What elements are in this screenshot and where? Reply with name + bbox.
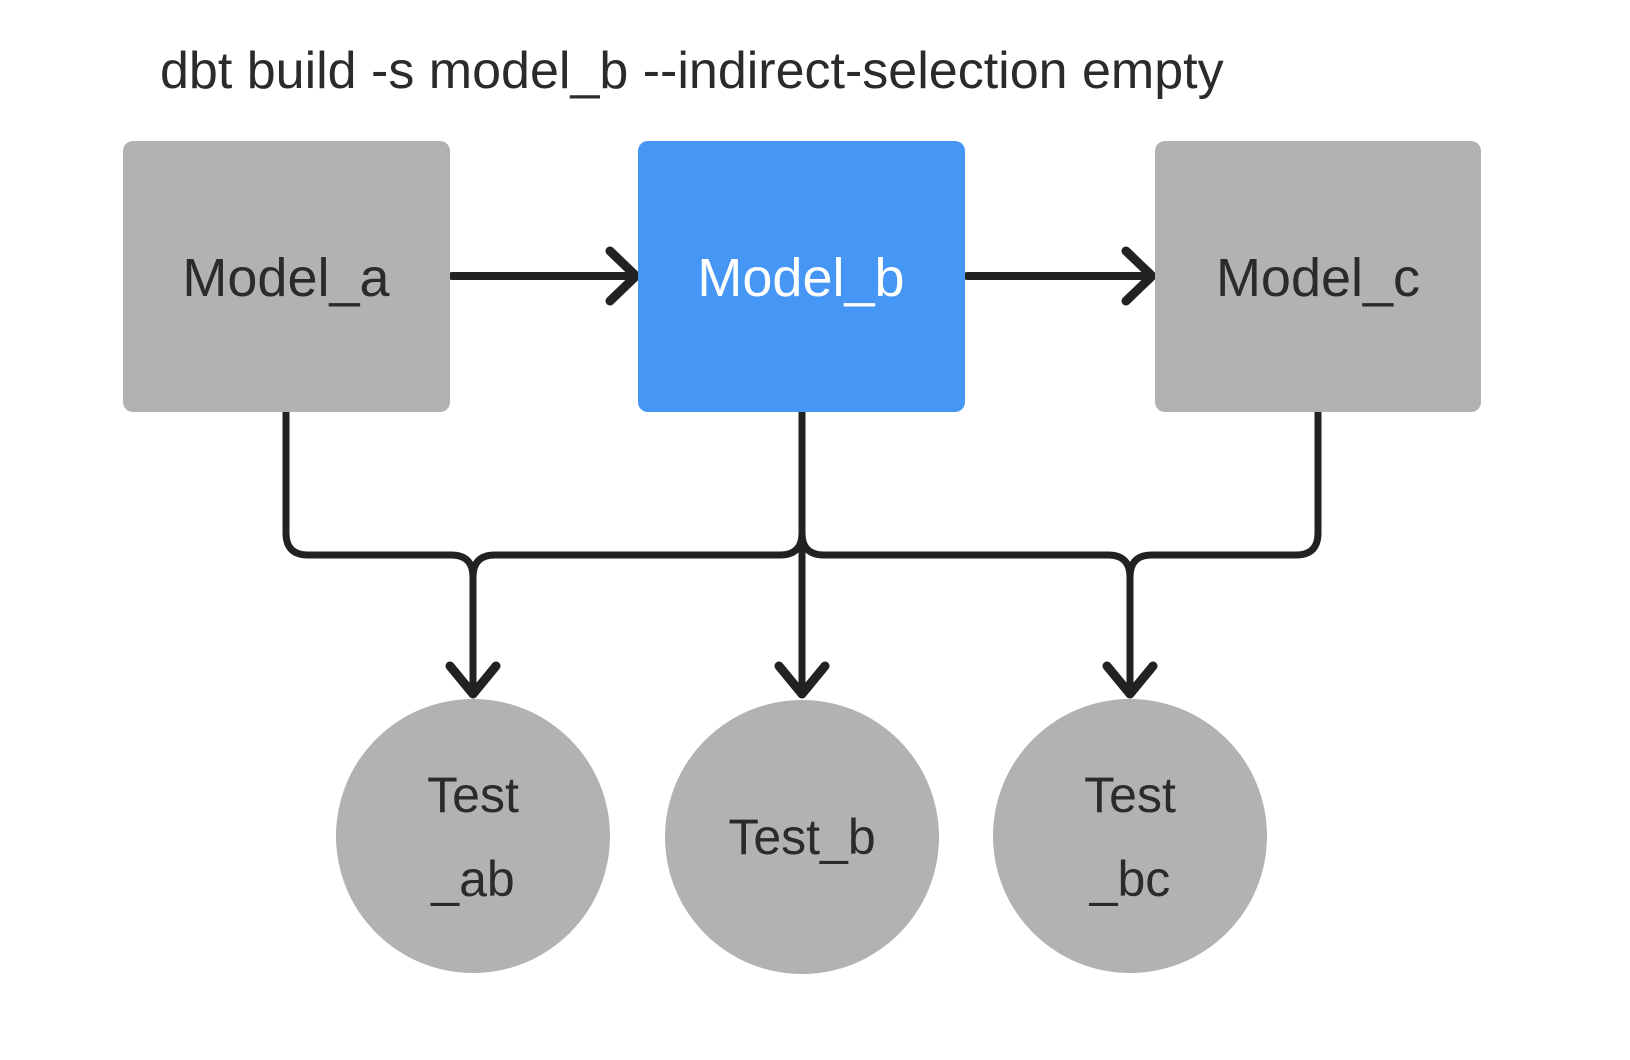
test-b-circle — [665, 700, 939, 974]
diagram-title: dbt build -s model_b --indirect-selectio… — [160, 42, 1224, 100]
node-model-a: Model_a — [123, 141, 450, 412]
test-ab-label-line2: _ab — [430, 851, 514, 907]
model-c-box — [1155, 141, 1481, 412]
node-model-b: Model_b — [638, 141, 965, 412]
arrowhead-test-ab — [445, 661, 501, 699]
test-bc-label-line1: Test — [1084, 767, 1176, 823]
model-c-label: Model_c — [1216, 248, 1420, 308]
model-b-box — [638, 141, 965, 412]
edge-model-c-to-test-bc — [1126, 408, 1322, 694]
test-ab-circle — [336, 699, 610, 973]
arrowhead-test-bc — [1102, 661, 1158, 699]
node-model-c: Model_c — [1155, 141, 1481, 412]
node-test-bc: Test _bc — [993, 699, 1267, 973]
node-test-b: Test_b — [665, 700, 939, 974]
model-a-label: Model_a — [182, 248, 390, 308]
test-b-label: Test_b — [728, 809, 875, 865]
model-b-label: Model_b — [697, 248, 904, 308]
edge-model-b-to-test-bc — [798, 408, 1134, 694]
node-test-ab: Test _ab — [336, 699, 610, 973]
edge-model-b-to-test-ab — [469, 408, 806, 694]
arrowhead-model-c — [1121, 246, 1157, 306]
arrowhead-test-b — [774, 661, 830, 699]
test-ab-label-line1: Test — [427, 767, 519, 823]
arrowhead-model-b — [605, 246, 641, 306]
test-bc-circle — [993, 699, 1267, 973]
model-a-box — [123, 141, 450, 412]
test-bc-label-line2: _bc — [1089, 851, 1171, 907]
edge-model-a-to-test-ab — [282, 408, 477, 694]
